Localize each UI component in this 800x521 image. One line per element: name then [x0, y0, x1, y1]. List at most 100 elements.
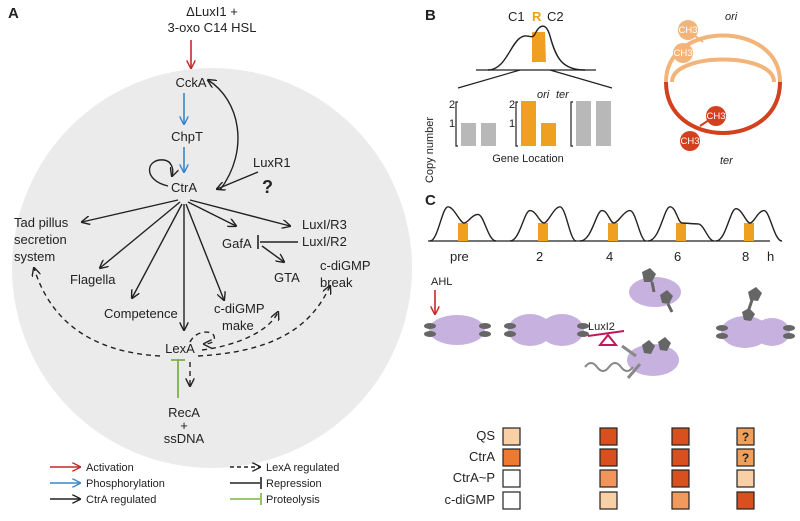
cdigmp-make-line2: make	[222, 318, 254, 333]
legend-lexa-regulated: LexA regulated	[266, 462, 339, 474]
cell-cycle-curve	[487, 25, 586, 71]
luxi2-fulcrum	[597, 333, 619, 346]
time-6: 6	[674, 249, 681, 264]
cell-pre	[429, 315, 485, 345]
zoom-line-right	[549, 69, 613, 89]
regulator-heatmap: QS CtrA CtrA~P c-diGMP ??	[444, 427, 755, 510]
row-qs: QS	[476, 428, 495, 443]
cell-8b	[754, 318, 790, 346]
row-cdigmp: c-diGMP	[444, 492, 495, 507]
ctra-node: CtrA	[171, 180, 197, 195]
gafa-node: GafA	[222, 236, 252, 251]
left-bracket	[455, 101, 458, 147]
ch3-ori-2	[673, 43, 693, 63]
panel-a-label: A	[8, 5, 19, 22]
unknown-mark: ?	[262, 177, 273, 197]
replication-fill	[538, 223, 548, 241]
time-4: 4	[606, 249, 613, 264]
ahl-label: AHL	[431, 276, 452, 288]
luxi-r3-node: LuxI/R3	[302, 217, 347, 232]
cell-4-top	[629, 277, 681, 307]
heat-cell	[671, 491, 690, 510]
c2-label: C2	[547, 9, 564, 24]
tad-line2: secretion	[14, 232, 67, 247]
heat-cell	[599, 427, 618, 446]
cdigmp-make-line1: c-diGMP	[214, 301, 265, 316]
ori-arc-outer	[664, 33, 782, 83]
timecourse-curve	[509, 206, 577, 242]
heat-unknown: ?	[742, 451, 749, 465]
luxi-r2-node: LuxI/R2	[302, 234, 347, 249]
time-2: 2	[536, 249, 543, 264]
luxr1-node: LuxR1	[253, 155, 291, 170]
left-tick-2: 2	[449, 99, 455, 111]
heat-cell	[736, 491, 755, 510]
heat-cell	[502, 469, 521, 488]
timecourse-curve	[715, 207, 783, 242]
mid-bracket	[515, 101, 518, 147]
time-unit: h	[767, 249, 774, 264]
reca-line3: ssDNA	[164, 431, 205, 446]
panel-b: B C1 R C2 ori ter Copy number 2 1 2 1	[424, 7, 782, 183]
panel-c-label: C	[425, 192, 436, 209]
heat-cell	[599, 448, 618, 467]
ch3-ter-1-label: CH3	[706, 111, 725, 122]
luxi2-label: LuxI2	[588, 321, 615, 333]
timecourse-curve	[647, 206, 715, 242]
panel-a: A ΔLuxI1 + 3-oxo C14 HSL CckA ChpT CtrA …	[8, 4, 412, 506]
replication-fill	[458, 223, 468, 241]
heat-cell	[502, 491, 521, 510]
ori-label: ori	[725, 11, 738, 23]
legend-activation: Activation	[86, 462, 134, 474]
row-ctrap: CtrA~P	[453, 470, 495, 485]
gta-node: GTA	[274, 270, 300, 285]
replication-fill	[608, 223, 618, 241]
ch3-ori-1-label: CH3	[678, 25, 697, 36]
reca-line1: RecA	[168, 405, 200, 420]
ori-arc-inner	[670, 57, 776, 83]
flagellum	[584, 362, 634, 372]
row-ctra: CtrA	[469, 449, 495, 464]
ori-bar-label: ori	[537, 89, 550, 101]
heat-cell	[671, 469, 690, 488]
ckka-node: CckA	[175, 75, 206, 90]
heat-cell	[599, 491, 618, 510]
time-8: 8	[742, 249, 749, 264]
cell-2b	[540, 314, 584, 346]
ter-label: ter	[720, 155, 734, 167]
mid-tick-2: 2	[509, 99, 515, 111]
c1-label: C1	[508, 9, 525, 24]
ctra-self-loop	[149, 159, 173, 187]
heat-cell	[671, 427, 690, 446]
timecourse-curves	[428, 206, 783, 242]
legend: Activation Phosphorylation CtrA regulate…	[50, 462, 339, 506]
legend-proteolysis: Proteolysis	[266, 494, 320, 506]
ch3-ori-2-label: CH3	[673, 48, 692, 59]
tad-line3: system	[14, 249, 55, 264]
heat-cell	[599, 469, 618, 488]
heat-cell	[502, 427, 521, 446]
legend-phosphorylation: Phosphorylation	[86, 478, 165, 490]
chpt-node: ChpT	[171, 129, 203, 144]
cdigmp-break-line1: c-diGMP	[320, 258, 371, 273]
pili-knobs	[424, 268, 795, 379]
ctra-ckka-feedback	[208, 80, 239, 191]
heat-cell	[736, 469, 755, 488]
stimulus-line2: 3-oxo C14 HSL	[168, 20, 257, 35]
zoom-line-left	[457, 69, 521, 89]
cell-4-bottom	[627, 344, 679, 376]
chromosome-diagram: ori CH3 CH3 CH3 CH3 ter	[664, 11, 782, 167]
ch3-ori-1	[678, 20, 698, 40]
heat-unknown: ?	[742, 430, 749, 444]
ch3-ter-2	[680, 131, 700, 151]
ch3-ter-1	[706, 106, 726, 126]
heat-cell	[502, 448, 521, 467]
lexa-node: LexA	[165, 341, 195, 356]
reca-line2: +	[180, 418, 188, 433]
flagella-node: Flagella	[70, 272, 116, 287]
y-axis-label: Copy number	[424, 117, 436, 183]
copy-number-plot: Copy number 2 1 2 1 Gene Location	[424, 99, 611, 183]
lexa-regulated-arrows	[34, 268, 330, 386]
competence-node: Competence	[104, 306, 178, 321]
r-fill	[532, 32, 546, 62]
